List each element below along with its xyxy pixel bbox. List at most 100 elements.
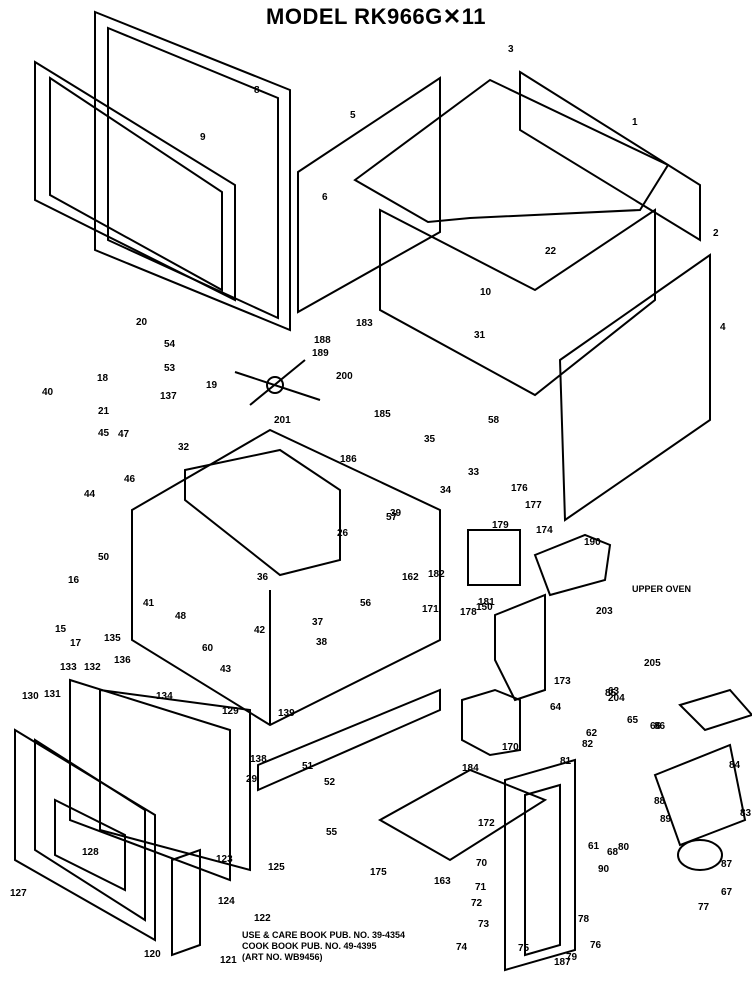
callout: 188 xyxy=(314,335,331,346)
callout: 54 xyxy=(164,339,176,350)
callout: 139 xyxy=(278,708,295,719)
callout: 134 xyxy=(156,691,173,702)
callout: 64 xyxy=(550,702,562,713)
callout: 175 xyxy=(370,867,387,878)
callout: 51 xyxy=(302,761,314,772)
footer-line: COOK BOOK PUB. NO. 49-4395 xyxy=(242,941,377,951)
callout: 203 xyxy=(596,606,613,617)
callout: 123 xyxy=(216,854,233,865)
callout: 48 xyxy=(175,611,187,622)
callout: 72 xyxy=(471,898,483,909)
callout: 70 xyxy=(476,858,488,869)
callout: 137 xyxy=(160,391,177,402)
callout: 174 xyxy=(536,525,553,536)
callout: 31 xyxy=(474,330,486,341)
callout: 74 xyxy=(456,942,468,953)
door-assembly-127 xyxy=(14,728,156,942)
bracket-panel-88 xyxy=(653,743,747,847)
cover-183 xyxy=(533,533,612,597)
callout: 133 xyxy=(60,662,77,673)
footer-line: USE & CARE BOOK PUB. NO. 39-4354 xyxy=(242,930,406,940)
base-plate-170 xyxy=(377,768,548,862)
callout: 29 xyxy=(246,774,258,785)
side-panel-5 xyxy=(297,76,441,314)
side-panel-4 xyxy=(558,253,711,522)
footer-line: (ART NO. WB9456) xyxy=(242,952,323,962)
oven-cavity-10 xyxy=(379,208,656,397)
callout: 84 xyxy=(729,760,741,771)
callout: 136 xyxy=(114,655,131,666)
callout: 171 xyxy=(422,604,439,615)
callout: 205 xyxy=(644,658,661,669)
callout: 58 xyxy=(488,415,500,426)
callout: 10 xyxy=(480,287,492,298)
callout: 85 xyxy=(605,688,617,699)
callout: 131 xyxy=(44,689,61,700)
callout: 41 xyxy=(143,598,155,609)
callout: 125 xyxy=(268,862,285,873)
callout: 46 xyxy=(124,474,136,485)
page-title: MODEL RK966G✕11 xyxy=(266,4,486,29)
callout: 43 xyxy=(220,664,232,675)
callout: 66 xyxy=(650,721,662,732)
callout: 122 xyxy=(254,913,271,924)
callout: 187 xyxy=(554,957,571,968)
callout: 129 xyxy=(222,706,239,717)
callout: 21 xyxy=(98,406,110,417)
callout: 1 xyxy=(632,117,638,128)
callout: 34 xyxy=(440,485,452,496)
door-liner-130 xyxy=(69,678,251,882)
callout: 88 xyxy=(654,796,666,807)
callout: 38 xyxy=(316,637,328,648)
callout: 67 xyxy=(721,887,733,898)
callout: 190 xyxy=(584,537,601,548)
callout: 89 xyxy=(660,814,672,825)
callout: 19 xyxy=(206,380,218,391)
callout: 53 xyxy=(164,363,176,374)
callout: 18 xyxy=(97,373,109,384)
callout: 132 xyxy=(84,662,101,673)
callout: 45 xyxy=(98,428,110,439)
callout: 121 xyxy=(220,955,237,966)
callout: 204 xyxy=(608,693,625,704)
callout: 40 xyxy=(42,387,54,398)
callout: 173 xyxy=(554,676,571,687)
callout: 183 xyxy=(356,318,373,329)
callout: 57 xyxy=(386,512,398,523)
callout: 77 xyxy=(698,902,710,913)
door-frame-9 xyxy=(34,60,236,302)
callout: 189 xyxy=(312,348,329,359)
callout: 73 xyxy=(478,919,490,930)
callout: 5 xyxy=(350,110,356,121)
callout: 52 xyxy=(324,777,336,788)
callout: 177 xyxy=(525,500,542,511)
callout: 68 xyxy=(607,847,619,858)
callout: 128 xyxy=(82,847,99,858)
callout: 176 xyxy=(511,483,528,494)
callout: 37 xyxy=(312,617,324,628)
callout: 32 xyxy=(178,442,190,453)
callout: 179 xyxy=(492,520,509,531)
transformer-171 xyxy=(461,688,521,757)
callout: 20 xyxy=(136,317,148,328)
callout: 2 xyxy=(713,228,719,239)
callout: 150 xyxy=(476,602,493,613)
callout: 200 xyxy=(336,371,353,382)
callout: 81 xyxy=(560,756,572,767)
callout: 130 xyxy=(22,691,39,702)
waveguide-174 xyxy=(494,593,546,702)
callout: 124 xyxy=(218,896,235,907)
callout: 65 xyxy=(627,715,639,726)
callout: 6 xyxy=(322,192,328,203)
callout: 90 xyxy=(598,864,610,875)
callout: 76 xyxy=(590,940,602,951)
callout: 3 xyxy=(508,44,514,55)
wrapper-1 xyxy=(519,70,701,242)
door-frame-8 xyxy=(94,10,291,332)
section-label: UPPER OVEN xyxy=(632,584,692,594)
fan-blade-200 xyxy=(234,359,321,406)
callout: 33 xyxy=(468,467,480,478)
door-handle-120 xyxy=(171,848,201,957)
callout: 181 xyxy=(478,597,495,608)
callout: 9 xyxy=(200,132,206,143)
